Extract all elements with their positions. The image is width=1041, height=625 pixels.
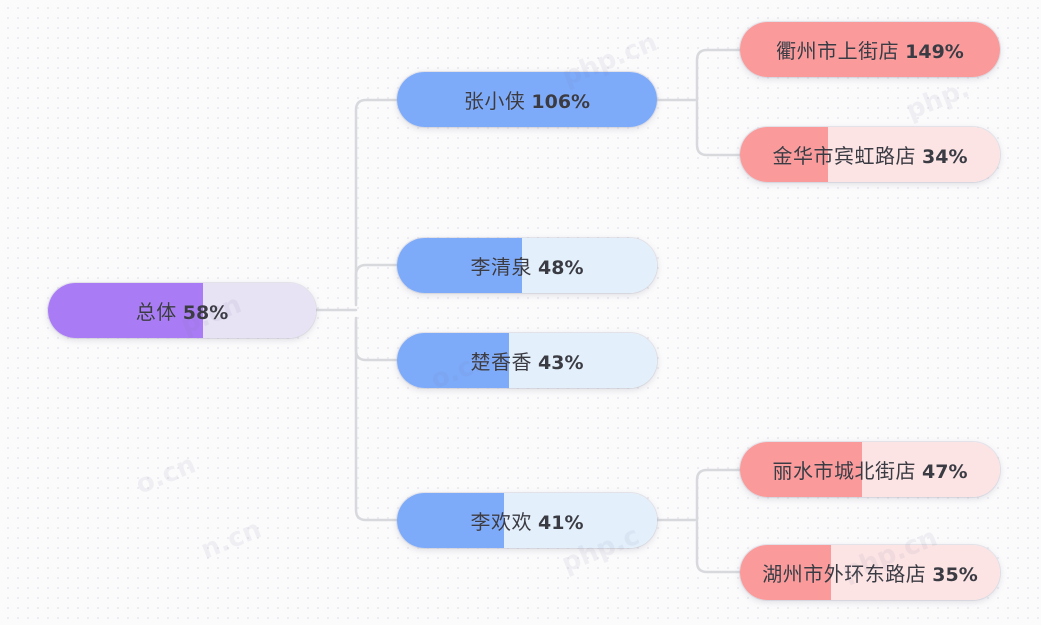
node-value: 58% [182, 302, 229, 324]
node-name: 张小侠 [463, 91, 526, 113]
link-zhangxiaoxia-to-quzhou [695, 48, 742, 102]
tree-node-jinhua[interactable]: 金华市宾虹路店 34% [740, 127, 1000, 182]
node-progress-track [503, 493, 657, 548]
node-progress-track [521, 238, 657, 293]
link-zhangxiaoxia-to-jinhua [695, 100, 742, 157]
watermark-text: php. [901, 73, 974, 127]
node-progress-fill [397, 72, 657, 127]
node-progress-fill [48, 283, 204, 338]
link-root-to-lihuanhuan [354, 320, 398, 522]
tree-node-lihuanhuan[interactable]: 李欢欢 41% [397, 493, 657, 548]
node-name: 楚香香 [470, 352, 532, 374]
link-root-to-zhangxiaoxia [354, 98, 398, 302]
link-lihuanhuan-to-huzhou [695, 520, 742, 574]
node-name: 李清泉 [470, 257, 532, 279]
node-value: 34% [922, 146, 968, 168]
node-name: 李欢欢 [470, 512, 532, 534]
node-progress-fill [740, 22, 1000, 77]
node-progress-track [828, 127, 1000, 182]
node-progress-fill [397, 493, 504, 548]
tree-node-liqingquan[interactable]: 李清泉 48% [397, 238, 657, 293]
node-label: 李欢欢 41% [471, 506, 584, 535]
node-value: 43% [538, 352, 584, 374]
node-progress-fill [740, 545, 831, 600]
node-progress-track [508, 333, 657, 388]
node-progress-track [831, 545, 1000, 600]
node-value: 35% [932, 564, 978, 586]
node-value: 41% [538, 512, 584, 534]
node-progress-track [203, 283, 316, 338]
node-progress-track [862, 442, 1000, 497]
node-label: 金华市宾虹路店 34% [773, 140, 968, 169]
node-label: 李清泉 48% [471, 251, 584, 280]
link-lihuanhuan-to-lishui [695, 468, 742, 522]
node-value: 48% [538, 257, 584, 279]
node-name: 金华市宾虹路店 [772, 146, 916, 168]
node-value: 106% [531, 91, 591, 113]
node-value: 149% [905, 41, 964, 63]
node-progress-fill [397, 238, 522, 293]
node-label: 丽水市城北街店 47% [773, 455, 968, 484]
link-root-to-liqingquan [354, 263, 398, 307]
tree-node-chuxiangxiang[interactable]: 楚香香 43% [397, 333, 657, 388]
node-name: 总体 [135, 302, 177, 324]
node-progress-fill [397, 333, 509, 388]
node-label: 楚香香 43% [471, 346, 584, 375]
node-name: 湖州市外环东路店 [762, 564, 927, 586]
node-value: 47% [922, 461, 968, 483]
node-progress-fill [740, 127, 829, 182]
watermark-text: n.cn [196, 514, 266, 566]
link-root-to-chuxiangxiang [354, 316, 398, 362]
tree-node-lishui[interactable]: 丽水市城北街店 47% [740, 442, 1000, 497]
node-progress-fill [740, 442, 863, 497]
watermark-text: o.cn [131, 449, 201, 501]
node-name: 丽水市城北街店 [772, 461, 916, 483]
node-name: 衢州市上街店 [776, 41, 900, 63]
